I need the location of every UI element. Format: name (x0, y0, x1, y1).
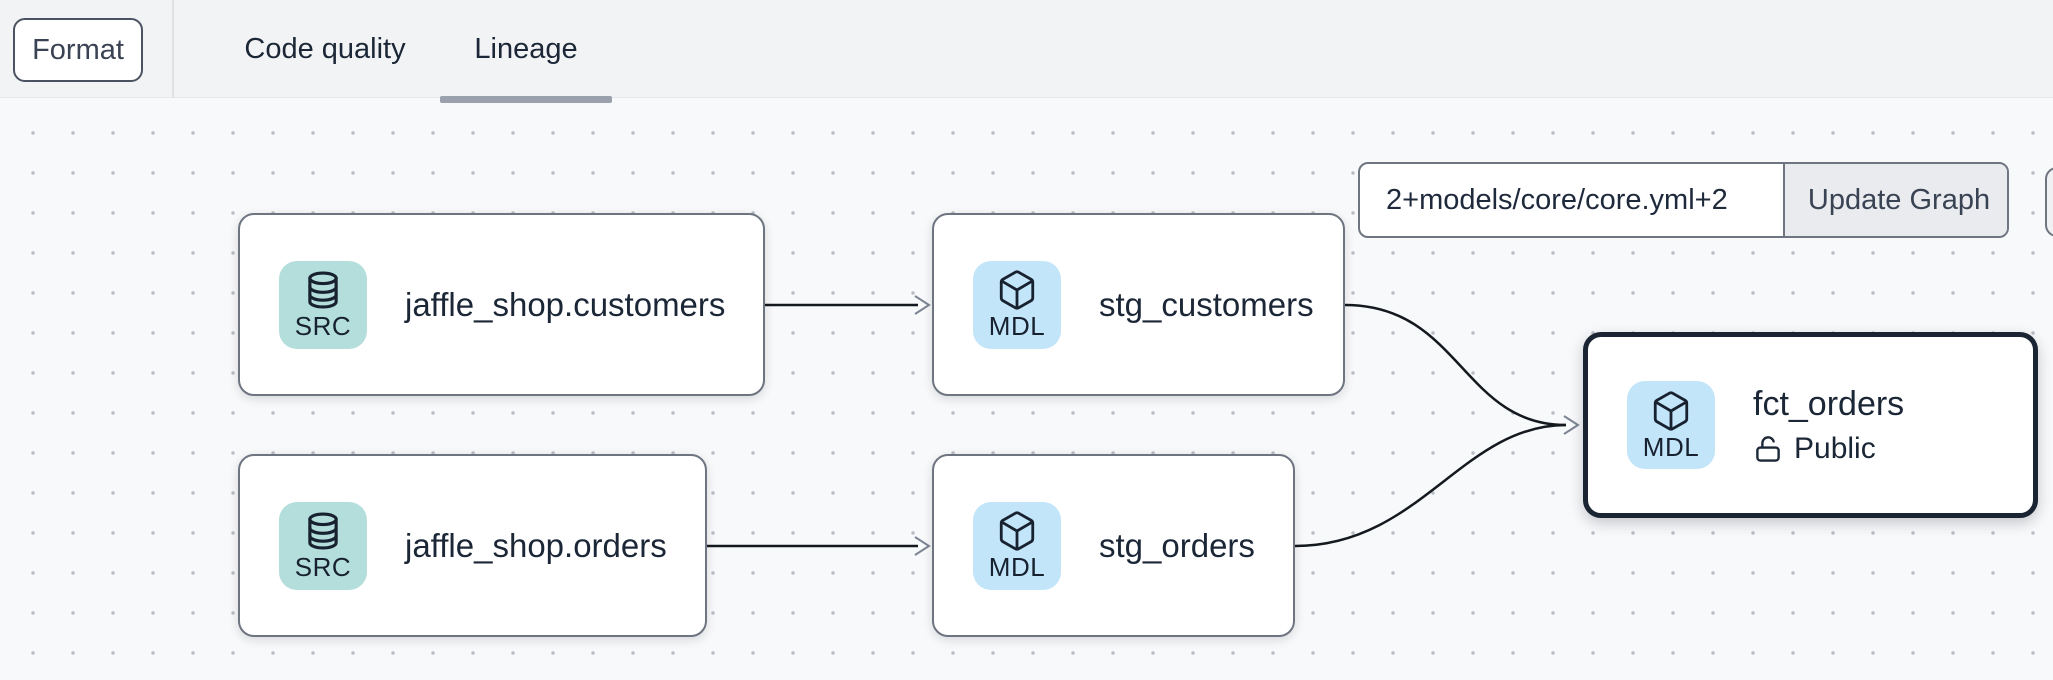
toolbar: Format Code quality Lineage (0, 0, 2053, 103)
model-icon-box: MDL (1627, 381, 1715, 469)
update-graph-button[interactable]: Update Graph (1783, 164, 2007, 236)
cube-icon (999, 270, 1035, 310)
node-type-badge: MDL (988, 311, 1046, 341)
clipped-right-button[interactable] (2045, 167, 2053, 237)
edge-stgorders-to-fct (1294, 423, 1567, 548)
tab-lineage-label: Lineage (474, 32, 578, 65)
tab-lineage[interactable]: Lineage (440, 0, 612, 103)
node-type-badge: MDL (1642, 431, 1700, 462)
arrowhead-icon (914, 295, 931, 315)
toolbar-divider (172, 0, 174, 98)
node-stg-customers[interactable]: MDL stg_customers (932, 213, 1345, 396)
model-icon-box: MDL (973, 501, 1061, 590)
node-label: jaffle_shop.customers (405, 285, 726, 323)
node-label: stg_customers (1099, 285, 1314, 323)
node-fct-orders[interactable]: MDL fct_orders Public (1583, 332, 2038, 518)
access-badge: Public (1753, 432, 1904, 466)
unlock-icon (1756, 435, 1780, 462)
cube-icon (999, 511, 1035, 551)
arrowhead-icon (1563, 415, 1580, 435)
arrowhead-icon (914, 536, 931, 556)
node-stg-orders[interactable]: MDL stg_orders (932, 454, 1295, 637)
cube-icon (1653, 390, 1689, 431)
node-type-badge: SRC (294, 552, 352, 582)
selector-group: Update Graph (1358, 162, 2009, 238)
node-type-badge: SRC (294, 311, 352, 341)
node-label: stg_orders (1099, 526, 1255, 564)
model-icon-box: MDL (973, 260, 1061, 349)
node-jaffle-shop-customers[interactable]: SRC jaffle_shop.customers (238, 213, 765, 396)
node-jaffle-shop-orders[interactable]: SRC jaffle_shop.orders (238, 454, 707, 637)
lineage-canvas[interactable]: SRC jaffle_shop.customers MDL stg_custom… (0, 98, 2053, 680)
database-icon (308, 512, 338, 550)
node-label: jaffle_shop.orders (405, 526, 667, 564)
active-tab-underline (440, 96, 612, 103)
tab-code-quality-label: Code quality (244, 32, 406, 65)
node-label: fct_orders (1753, 384, 1905, 423)
source-icon-box: SRC (279, 260, 367, 349)
format-button[interactable]: Format (13, 18, 143, 82)
edge-stgcustomers-to-fct (1344, 303, 1567, 427)
source-icon-box: SRC (279, 501, 367, 590)
database-icon (308, 271, 338, 309)
selector-input[interactable] (1360, 164, 1783, 236)
access-badge-label: Public (1794, 431, 1876, 465)
tab-code-quality[interactable]: Code quality (213, 0, 437, 98)
node-type-badge: MDL (988, 552, 1046, 582)
